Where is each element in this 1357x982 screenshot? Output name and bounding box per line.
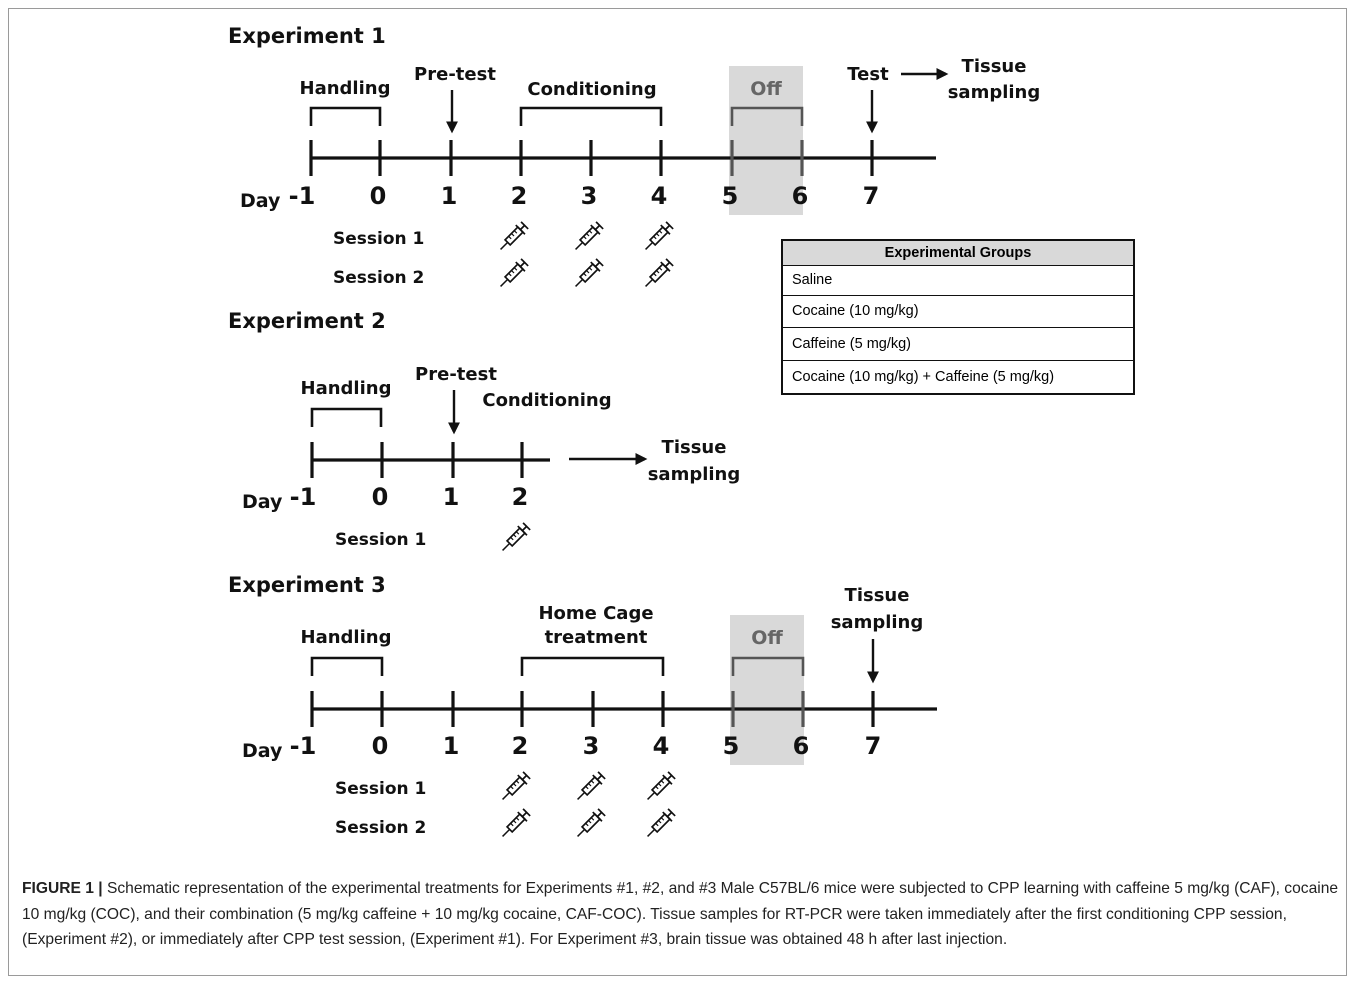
- day-axis-label: Day: [242, 491, 283, 513]
- day-tick-label: 6: [792, 182, 809, 210]
- day-tick-label: -1: [289, 182, 316, 210]
- sampling-label: sampling: [948, 82, 1041, 103]
- pretest-label: Pre-test: [414, 64, 496, 85]
- day-tick-label: 1: [441, 182, 458, 210]
- off-bracket: [730, 106, 804, 126]
- session-1-label: Session 1: [335, 530, 426, 550]
- session-2-label: Session 2: [335, 818, 426, 838]
- day-tick-label: 2: [511, 182, 528, 210]
- day-tick-label: 3: [581, 182, 598, 210]
- pretest-label: Pre-test: [415, 364, 497, 385]
- day-tick-label: 0: [372, 732, 389, 760]
- conditioning-label: Conditioning: [527, 79, 656, 100]
- table-row: Saline: [783, 266, 1133, 296]
- table-row: Cocaine (10 mg/kg) + Caffeine (5 mg/kg): [792, 369, 1055, 385]
- conditioning-label: Conditioning: [482, 390, 611, 411]
- day-tick-label: 4: [653, 732, 670, 760]
- syringe-icon: [640, 256, 676, 292]
- session-2-label: Session 2: [333, 268, 424, 288]
- day-tick-label: 0: [370, 182, 387, 210]
- session-1-label: Session 1: [333, 229, 424, 249]
- handling-bracket: [309, 106, 382, 126]
- homecage-label: Home Cage: [538, 603, 653, 624]
- off-period-shade: [729, 66, 803, 215]
- handling-label: Handling: [301, 378, 392, 399]
- syringe-icon: [497, 806, 533, 842]
- handling-bracket: [310, 656, 384, 676]
- table-row: Cocaine (10 mg/kg): [783, 296, 1133, 328]
- day-tick-label: -1: [290, 732, 317, 760]
- experiment-2-title: Experiment 2: [228, 309, 386, 333]
- off-bracket: [731, 656, 805, 676]
- day-ticks: [309, 140, 874, 176]
- caption-text: Schematic representation of the experime…: [22, 880, 1339, 948]
- syringe-icon: [497, 769, 533, 805]
- syringe-icon: [495, 219, 531, 255]
- day-tick-label: 2: [512, 483, 529, 511]
- sampling-label: sampling: [831, 612, 924, 633]
- test-label: Test: [847, 64, 889, 85]
- day-tick-label: 5: [722, 182, 739, 210]
- session-1-label: Session 1: [335, 779, 426, 799]
- syringe-icon: [570, 256, 606, 292]
- homecage-bracket: [520, 656, 665, 676]
- conditioning-bracket: [519, 106, 663, 126]
- day-tick-label: 7: [865, 732, 882, 760]
- experiment-3-title: Experiment 3: [228, 573, 386, 597]
- tissue-label: Tissue: [662, 437, 727, 458]
- day-ticks: [310, 691, 875, 727]
- day-tick-label: 1: [443, 732, 460, 760]
- day-tick-label: 6: [793, 732, 810, 760]
- off-period-shade: [730, 615, 804, 765]
- day-tick-label: 5: [723, 732, 740, 760]
- syringe-icon: [642, 806, 678, 842]
- day-tick-label: -1: [290, 483, 317, 511]
- tissue-label: Tissue: [962, 56, 1027, 77]
- tissue-label: Tissue: [845, 585, 910, 606]
- figure-caption: FIGURE 1 | Schematic representation of t…: [22, 876, 1340, 953]
- day-tick-label: 0: [372, 483, 389, 511]
- experimental-groups-table: Experimental Groups Saline Cocaine (10 m…: [781, 239, 1135, 395]
- experiment-1-title: Experiment 1: [228, 24, 386, 48]
- day-axis-label: Day: [242, 740, 283, 762]
- syringe-icon: [642, 769, 678, 805]
- day-tick-label: 2: [512, 732, 529, 760]
- syringe-icon: [572, 769, 608, 805]
- handling-label: Handling: [300, 78, 391, 99]
- day-tick-label: 1: [443, 483, 460, 511]
- day-axis-label: Day: [240, 190, 281, 212]
- day-ticks: [310, 442, 524, 478]
- table-row: Caffeine (5 mg/kg): [783, 328, 1133, 361]
- day-tick-label: 4: [651, 182, 668, 210]
- day-tick-label: 3: [583, 732, 600, 760]
- off-label: Off: [750, 78, 782, 100]
- syringe-icon: [640, 219, 676, 255]
- figure-frame: [8, 8, 1347, 976]
- treatment-label: treatment: [545, 627, 648, 648]
- caption-label: FIGURE 1 |: [22, 880, 103, 897]
- syringe-icon: [495, 256, 531, 292]
- off-label: Off: [751, 627, 783, 649]
- syringe-icon: [570, 219, 606, 255]
- table-header: Experimental Groups: [783, 241, 1133, 266]
- sampling-label: sampling: [648, 464, 741, 485]
- syringe-icon: [572, 806, 608, 842]
- day-tick-label: 7: [863, 182, 880, 210]
- handling-bracket: [310, 407, 383, 427]
- handling-label: Handling: [301, 627, 392, 648]
- syringe-icon: [497, 520, 533, 556]
